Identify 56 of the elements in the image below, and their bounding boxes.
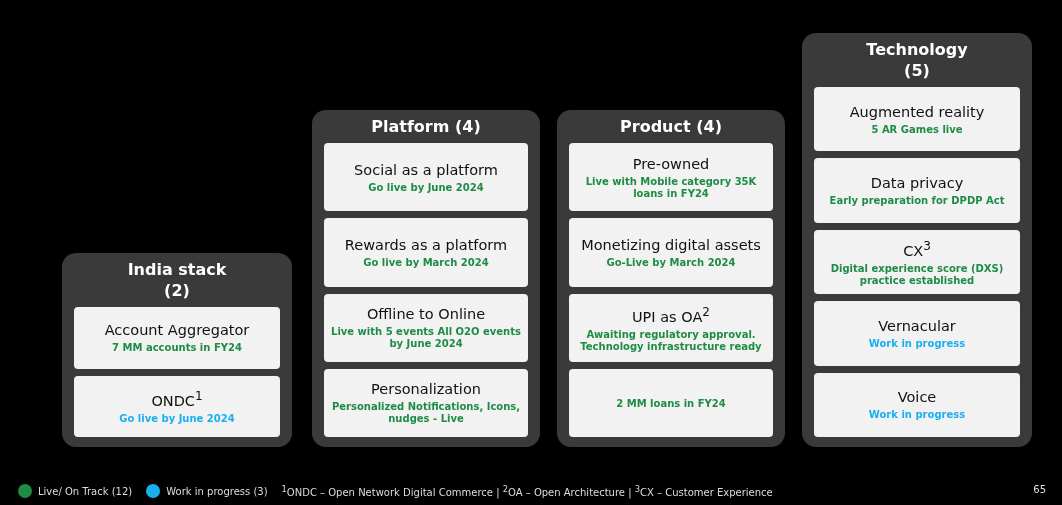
category-panel	[312, 110, 540, 447]
card-title: Social as a platform	[354, 160, 498, 179]
legend-text: Live/ On Track (12)	[38, 485, 133, 497]
page-number: 65	[1033, 484, 1046, 495]
initiative-card	[74, 375, 280, 437]
status-text: Go-Live by March 2024	[606, 256, 736, 269]
card-title: Monetizing digital assets	[581, 235, 761, 254]
status-text: Digital experience score (DXS) practice established	[829, 262, 1005, 287]
panel-heading: Product (4)	[620, 116, 722, 137]
panel-heading: Platform (4)	[371, 116, 481, 137]
card-title: Vernacular	[878, 316, 956, 335]
initiative-card	[324, 293, 528, 362]
panel-heading: Technology (5)	[865, 39, 969, 81]
category-panel	[557, 110, 785, 447]
status-text: Go live by June 2024	[368, 181, 484, 194]
panel-heading: India stack (2)	[126, 259, 228, 301]
legend-text: Work in progress (3)	[166, 485, 268, 497]
status-text: Go live by March 2024	[363, 256, 489, 269]
initiative-card	[569, 143, 773, 212]
card-title: UPI as OA$^{2}$	[631, 303, 711, 326]
card-title: Data privacy	[870, 174, 964, 193]
initiative-card	[74, 307, 280, 369]
initiative-card	[814, 158, 1020, 223]
initiative-card	[814, 87, 1020, 152]
card-title: ONDC$^{1}$	[151, 388, 203, 411]
status-text: Early preparation for DPDP Act	[829, 195, 1005, 208]
status-text: 5 AR Games live	[871, 123, 963, 136]
initiative-card	[569, 218, 773, 287]
category-panel	[802, 33, 1032, 447]
footnote-text: $^{1}$ONDC – Open Network Digital Commerce | $^{2}$OA – Open Architecture | $^{3}$CX – Customer Experience	[281, 484, 773, 499]
initiative-card	[324, 143, 528, 212]
status-text: Work in progress	[868, 409, 966, 422]
initiative-card	[569, 293, 773, 362]
status-text: Work in progress	[868, 337, 966, 350]
status-text: Live with Mobile category 35K loans in FY24	[584, 175, 758, 200]
status-text: 7 MM accounts in FY24	[112, 342, 242, 355]
card-title: Personalization	[371, 380, 481, 399]
initiative-card	[814, 301, 1020, 366]
card-title: Offline to Online	[366, 305, 486, 324]
category-panel	[62, 253, 292, 447]
status-text: Personalized Notifications, Icons, nudges - Live	[330, 401, 522, 426]
card-title: Voice	[897, 388, 937, 407]
status-text: Go live by June 2024	[119, 413, 235, 426]
card-title: Rewards as a platform	[344, 235, 508, 254]
initiative-card	[814, 229, 1020, 295]
card-title: Augmented reality	[849, 102, 985, 121]
status-text: Awaiting regulatory approval. Technology infrastructure ready	[579, 328, 763, 353]
card-title: CX$^{3}$	[903, 238, 931, 260]
card-title: Pre-owned	[632, 154, 710, 173]
status-text: 2 MM loans in FY24	[616, 398, 726, 411]
initiative-card	[569, 368, 773, 437]
initiative-card	[814, 372, 1020, 438]
card-title: Account Aggregator	[104, 321, 250, 340]
initiative-card	[324, 368, 528, 437]
initiative-card	[324, 218, 528, 287]
status-text: Live with 5 events All O2O events by June 2024	[330, 326, 522, 351]
